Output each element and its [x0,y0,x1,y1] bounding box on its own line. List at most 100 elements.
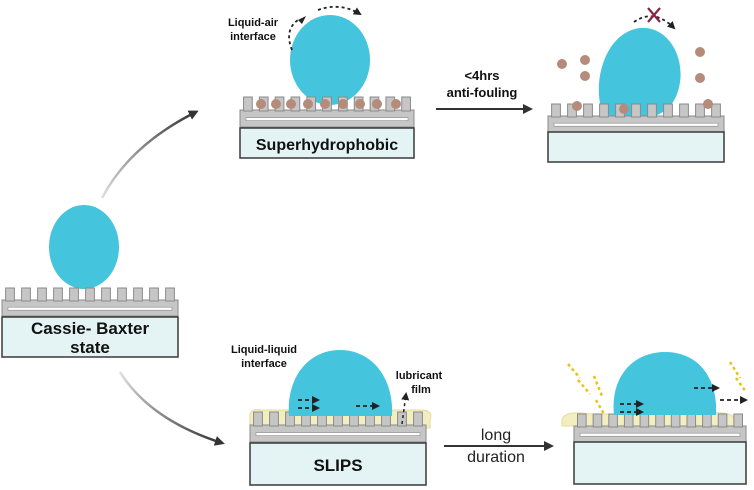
degraded-base-box [573,441,747,485]
surface-pillar [101,287,111,302]
cross-icon [647,7,661,23]
liquid-air-label-line2: interface [230,31,276,43]
surface-pillar [695,103,705,118]
surface-channel [579,432,741,437]
rotation-arrow-icon [288,19,299,51]
particle [703,99,713,109]
surface-pillar [608,413,618,428]
surface-pillar [243,96,253,112]
antifouling-label-line2: anti-fouling [447,85,518,100]
surface-channel [255,432,421,436]
surface-pillar [69,287,79,302]
yellow-dash-icon [577,379,591,395]
particle [391,99,401,109]
blocked-rotation-arrow-icon [633,15,676,30]
surface-pillar [133,287,143,302]
cassie-title-line2: state [70,338,110,357]
surface-channel [245,117,409,121]
surface-pillar [717,413,728,428]
surface-pillar [702,413,712,428]
surface-pillar [686,413,697,428]
slips-degraded-panel [561,352,748,485]
superhydrophobic-particles [256,99,401,109]
superhydrophobic-droplet [290,15,370,105]
lubricant-depletion-marks [567,361,748,415]
surface-pillar [269,411,279,427]
particle [286,99,296,109]
lubricant-label-line1: lubricant [396,370,443,382]
cassie-title-line1: Cassie- Baxter [31,319,150,338]
yellow-dash-icon [734,377,748,393]
rotation-arrow-top-icon [317,5,362,16]
surface-pillar [623,413,634,428]
lubricant-pointer-arrow-icon [401,392,410,425]
superhydrophobic-base-box [239,127,415,159]
surface-pillar [149,287,159,302]
fouled-droplet [598,27,681,118]
surface-pillar [679,103,689,118]
surface-pillar [551,103,561,118]
fouled-textured-surface [547,103,725,133]
particle [303,99,313,109]
cassie-droplet [49,205,119,289]
antifouling-label-line1: <4hrs [464,68,499,83]
surface-pillar [592,413,603,428]
particle [320,99,330,109]
yellow-dash-icon [567,363,581,379]
yellow-dash-icon [594,399,606,415]
liquid-liquid-label-line2: interface [241,358,287,370]
surface-pillar [397,411,407,427]
surface-pillar [583,103,593,118]
liquid-air-label-line1: Liquid-air [228,17,279,29]
superhydrophobic-label: Superhydrophobic [256,137,398,154]
lubricant-label-line2: film [411,384,431,396]
fouled-base-box [547,131,725,163]
particle [580,55,590,65]
surface-pillar [577,413,587,428]
surface-pillar [53,287,63,302]
long-duration-label-line1: long [481,427,511,444]
surface-pillar [37,287,47,302]
cassie-baxter-panel: Cassie- Baxter state [1,205,179,358]
surface-pillar [413,411,423,427]
particle [572,101,582,111]
surface-pillar [5,287,15,302]
fouled-panel [547,7,725,163]
long-duration-label-line2: duration [467,449,525,466]
liquid-liquid-label-line1: Liquid-liquid [231,344,297,356]
degraded-textured-surface [573,413,747,443]
cassie-base-box [1,316,179,358]
rotation-arrow-head-left-icon [298,16,306,24]
particle [619,104,629,114]
surface-pillar [631,103,641,118]
surface-pillar [117,287,127,302]
slips-label: SLIPS [313,456,362,475]
cassie-textured-surface [1,287,179,317]
particle [256,99,266,109]
surface-pillar [733,413,743,428]
degraded-droplet [613,352,717,415]
slips-droplet [288,350,393,416]
surface-pillar [711,103,721,118]
arrow-to-slips [118,371,225,446]
surface-pillar [401,96,411,112]
superhydrophobic-panel: Superhydrophobic Liquid-air interface [228,5,415,159]
particle [695,47,705,57]
surface-channel [553,122,719,127]
particle [557,59,567,69]
yellow-dash-icon [592,375,604,397]
slips-textured-surface [249,411,427,443]
surface-pillar [670,413,681,428]
particle [372,99,382,109]
particle [695,73,705,83]
arrow-to-superhydrophobic [100,110,199,199]
particle [355,99,365,109]
slips-flow-arrows [298,396,380,412]
surface-pillar [253,411,263,427]
particle [271,99,281,109]
surface-pillar [647,103,657,118]
surface-pillar [639,413,650,428]
surface-channel [7,306,173,311]
slips-base-box [249,442,427,486]
surface-pillar [21,287,31,302]
